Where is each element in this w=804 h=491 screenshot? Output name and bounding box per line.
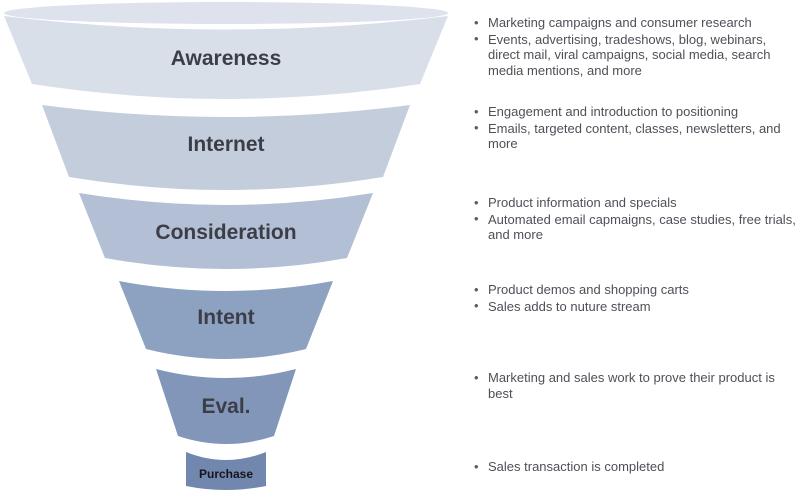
funnel-mouth-ellipse bbox=[4, 2, 448, 24]
stage-label-consideration: Consideration bbox=[155, 221, 296, 244]
funnel-diagram: Awareness Internet Consideration Intent … bbox=[4, 2, 448, 490]
bullet-item: Emails, targeted content, classes, newsl… bbox=[474, 120, 800, 152]
stage-shape-awareness bbox=[4, 16, 448, 99]
stage-notes-consideration: Product information and specials Automat… bbox=[464, 195, 800, 244]
stage-shape-consideration bbox=[79, 193, 373, 269]
bullet-item: Automated email capmaigns, case studies,… bbox=[474, 211, 800, 243]
bullet-list: Product demos and shopping carts Sales a… bbox=[464, 282, 800, 314]
stage-shape-eval bbox=[156, 369, 296, 444]
bullet-list: Product information and specials Automat… bbox=[464, 195, 800, 243]
bullet-item: Marketing and sales work to prove their … bbox=[474, 370, 800, 401]
stage-label-eval: Eval. bbox=[201, 395, 250, 418]
stage-notes-intent: Product demos and shopping carts Sales a… bbox=[464, 282, 800, 315]
stage-label-purchase: Purchase bbox=[199, 467, 253, 481]
bullet-list: Sales transaction is completed bbox=[464, 459, 800, 475]
bullet-list: Marketing and sales work to prove their … bbox=[464, 370, 800, 401]
stage-label-awareness: Awareness bbox=[171, 47, 282, 70]
bullet-item: Sales adds to nuture stream bbox=[474, 298, 800, 315]
stage-notes-eval: Marketing and sales work to prove their … bbox=[464, 370, 800, 402]
bullet-item: Events, advertising, tradeshows, blog, w… bbox=[474, 31, 800, 79]
bullet-item: Engagement and introduction to positioni… bbox=[474, 104, 800, 120]
bullet-item: Product information and specials bbox=[474, 195, 800, 211]
stage-notes-awareness: Marketing campaigns and consumer researc… bbox=[464, 15, 800, 79]
bullet-item: Product demos and shopping carts bbox=[474, 282, 800, 298]
stage-label-intent: Intent bbox=[197, 306, 254, 329]
bullet-item: Sales transaction is completed bbox=[474, 459, 800, 475]
stage-shape-purchase bbox=[186, 452, 266, 490]
stage-label-internet: Internet bbox=[187, 133, 264, 156]
stage-notes-purchase: Sales transaction is completed bbox=[464, 459, 800, 476]
stage-shape-intent bbox=[119, 281, 333, 359]
bullet-list: Marketing campaigns and consumer researc… bbox=[464, 15, 800, 78]
bullet-list: Engagement and introduction to positioni… bbox=[464, 104, 800, 152]
bullet-item: Marketing campaigns and consumer researc… bbox=[474, 15, 800, 31]
stage-shape-internet bbox=[42, 105, 410, 190]
stage-notes-internet: Engagement and introduction to positioni… bbox=[464, 104, 800, 153]
